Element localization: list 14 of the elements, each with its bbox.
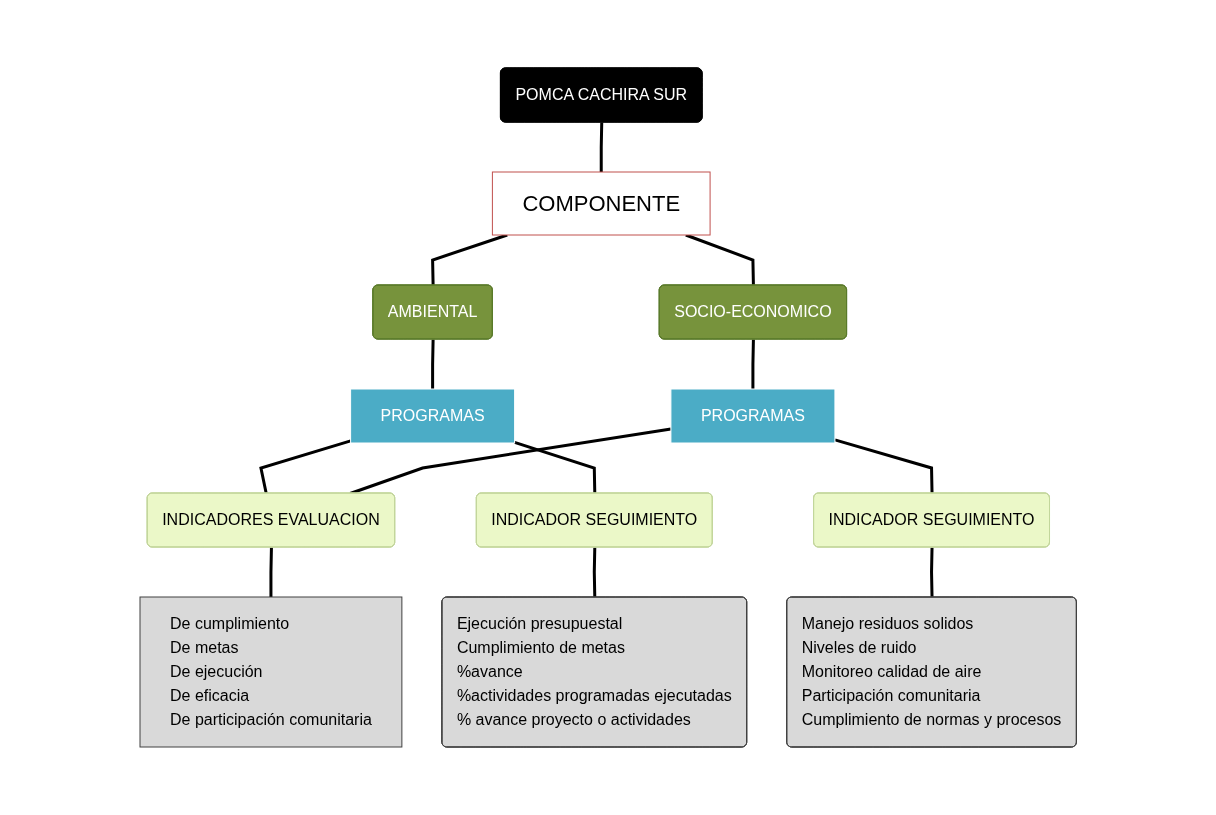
node-box: De cumplimiento De metas De ejecución De eficacia De participación comunitaria (139, 596, 403, 748)
node-box: PROGRAMAS (349, 388, 515, 444)
connector (513, 440, 597, 494)
connector (349, 427, 671, 495)
node-box: PROGRAMAS (670, 388, 836, 444)
connector (269, 547, 273, 597)
connector (834, 438, 934, 494)
connector (430, 339, 435, 389)
connector (259, 439, 351, 494)
connector (751, 339, 755, 389)
connector (599, 122, 604, 172)
connector (592, 547, 597, 598)
node-box: COMPONENTE (491, 171, 711, 236)
connector (929, 547, 934, 598)
